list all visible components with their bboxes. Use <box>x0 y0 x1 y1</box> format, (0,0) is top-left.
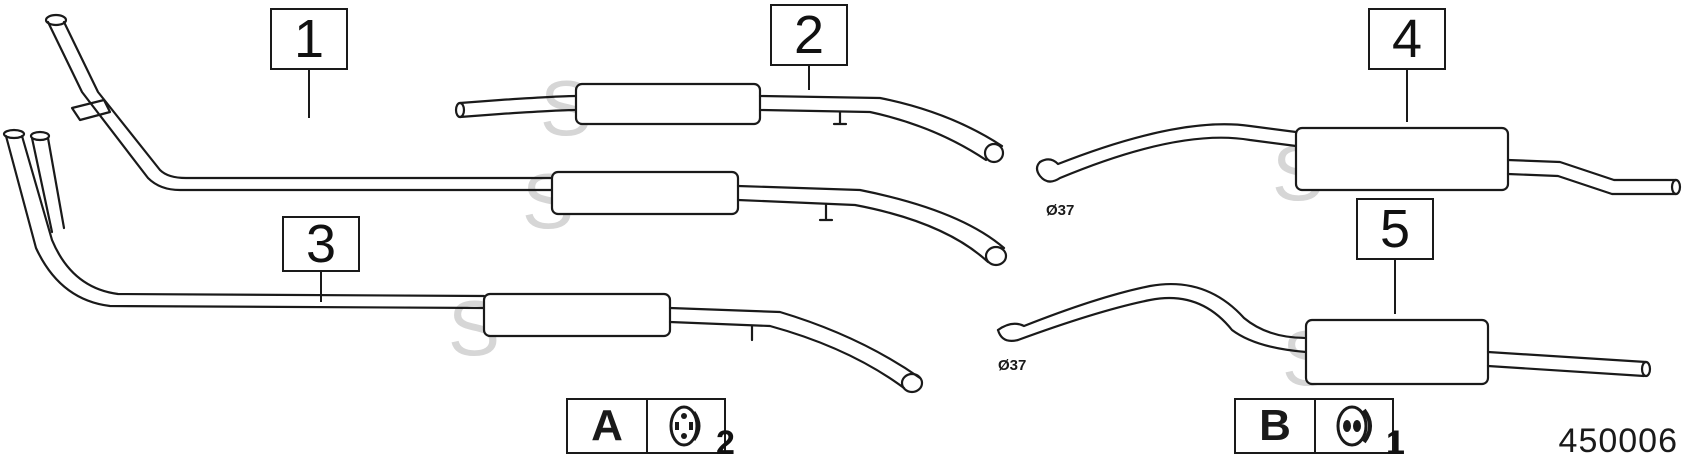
callout-leader <box>808 66 810 90</box>
callout-leader <box>1394 260 1396 314</box>
legend-quantity-b: 1 <box>1386 424 1405 462</box>
callout-label: 4 <box>1391 9 1423 69</box>
exhaust-part-5[interactable] <box>996 282 1652 386</box>
callout-part-1[interactable]: 1 <box>270 8 348 70</box>
exhaust-part-3[interactable] <box>2 128 924 394</box>
rubber-mount-hanger-icon <box>1316 400 1392 452</box>
exhaust-part-2[interactable] <box>454 82 1005 164</box>
rubber-mount-hanger-icon <box>648 400 724 452</box>
callout-part-4[interactable]: 4 <box>1368 8 1446 70</box>
legend-item-b[interactable]: B <box>1234 398 1394 454</box>
exhaust-part-4[interactable] <box>1035 123 1682 196</box>
legend-letter: B <box>1236 400 1316 452</box>
callout-label: 1 <box>293 9 325 69</box>
document-number: 450006 <box>1558 422 1678 460</box>
callout-leader <box>308 70 310 118</box>
callout-part-3[interactable]: 3 <box>282 214 360 274</box>
diameter-label-part-5: Ø37 <box>998 357 1027 374</box>
callout-leader <box>320 272 322 302</box>
legend-quantity-a: 2 <box>716 424 735 462</box>
callout-leader <box>1406 70 1408 122</box>
callout-label: 2 <box>793 5 825 65</box>
exhaust-part-1[interactable] <box>44 13 1008 267</box>
legend-item-a[interactable]: A <box>566 398 726 454</box>
callout-part-2[interactable]: 2 <box>770 4 848 66</box>
callout-label: 5 <box>1379 199 1411 259</box>
callout-part-5[interactable]: 5 <box>1356 198 1434 260</box>
legend-letter: A <box>568 400 648 452</box>
callout-label: 3 <box>305 214 337 274</box>
diameter-label-part-4: Ø37 <box>1046 202 1075 219</box>
